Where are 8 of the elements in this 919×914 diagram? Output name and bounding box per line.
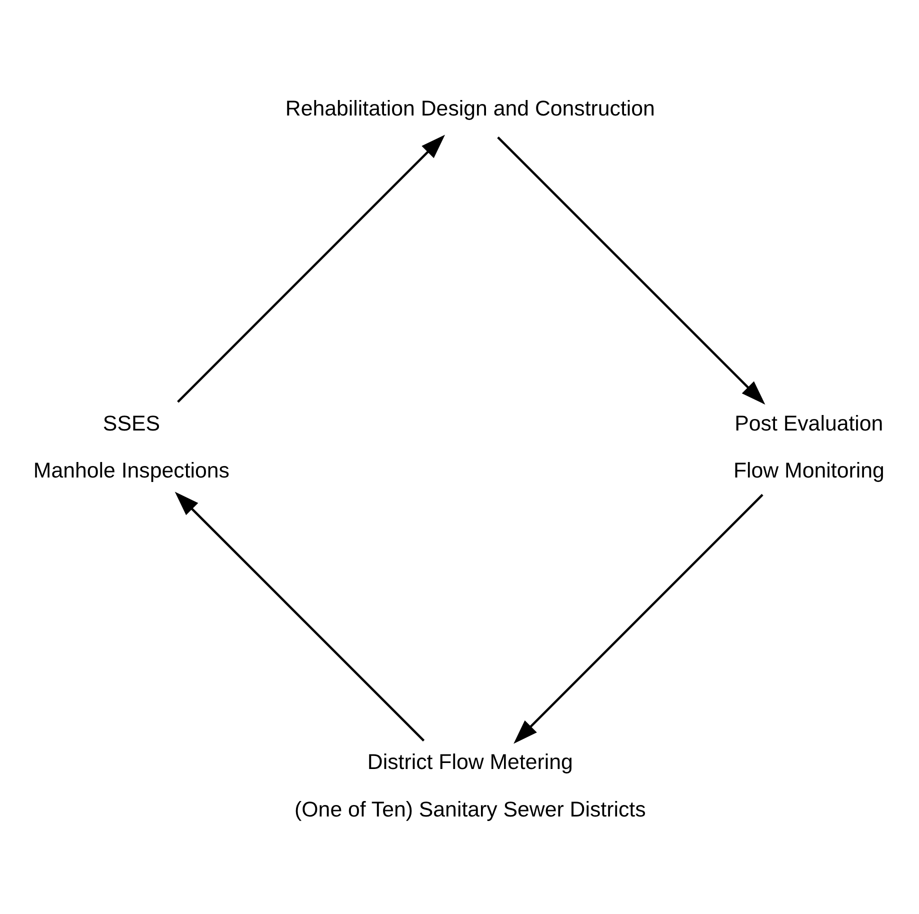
node-text: Post Evaluation Flow Monitoring [733,410,884,482]
node-text: District Flow Metering (One of Ten) Sanitary Sewer Districts [294,750,646,821]
arrow [497,136,766,404]
node-text: Rehabilitation Design and Construction [285,96,655,120]
arrow [177,134,446,402]
arrow [514,493,764,744]
node-text: SSES Manhole Inspections [33,410,230,482]
arrow [174,491,425,741]
